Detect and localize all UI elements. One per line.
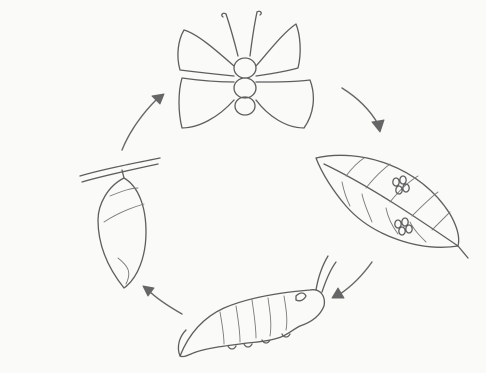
chrysalis-illustration bbox=[80, 158, 160, 288]
leaf-with-eggs-illustration bbox=[316, 155, 468, 258]
caterpillar-illustration bbox=[178, 256, 336, 357]
arrow-leaf-to-caterpillar bbox=[332, 262, 372, 298]
butterfly-illustration bbox=[178, 11, 313, 128]
arrow-butterfly-to-leaf bbox=[342, 88, 384, 132]
arrow-caterpillar-to-chrysalis bbox=[143, 286, 182, 314]
arrow-chrysalis-to-butterfly bbox=[122, 94, 164, 150]
